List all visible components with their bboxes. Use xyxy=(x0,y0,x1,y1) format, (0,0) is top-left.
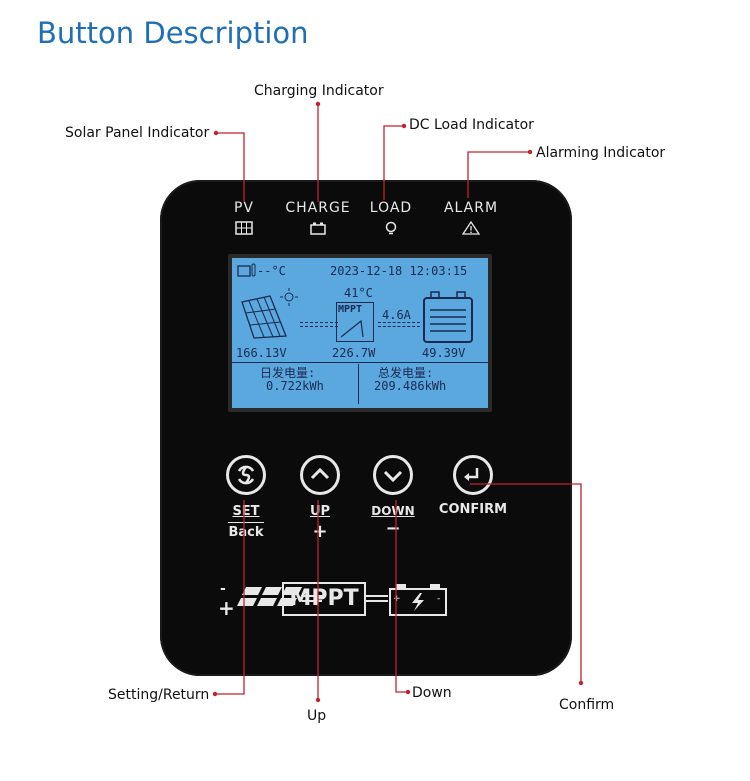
charging-indicator-label: Charging Indicator xyxy=(254,83,384,99)
up-button-label: UP xyxy=(309,504,331,519)
setting-return-label: Setting/Return xyxy=(108,687,210,703)
set-button-label: SET xyxy=(232,504,260,519)
charge-indicator-label: CHARGE xyxy=(285,200,351,216)
battery-temp-icon xyxy=(237,263,256,277)
battery-voltage: 49.39V xyxy=(422,346,466,360)
pv-voltage: 166.13V xyxy=(236,346,287,360)
warning-icon xyxy=(462,221,480,235)
lcd-battery-icon xyxy=(423,291,473,343)
lcd-mppt-label: MPPT xyxy=(338,304,363,315)
charge-power: 226.7W xyxy=(332,346,376,360)
mppt-curve-icon xyxy=(340,319,364,338)
pv-indicator-label: PV xyxy=(233,200,255,216)
chevron-up-icon xyxy=(310,467,330,480)
down-button-label: DOWN xyxy=(371,504,415,518)
charge-indicator: CHARGE xyxy=(273,200,363,235)
mppt-box: MPPT xyxy=(336,302,374,342)
minus-label: − xyxy=(385,518,401,539)
solar-grid-icon xyxy=(235,221,253,235)
daily-generation-label: 日发电量: xyxy=(260,366,316,380)
alarming-indicator-label: Alarming Indicator xyxy=(536,145,666,161)
down-label: Down xyxy=(412,685,452,701)
up-label: Up xyxy=(307,708,327,724)
down-button[interactable] xyxy=(373,455,413,495)
bottom-mppt-label: MPPT xyxy=(282,582,366,616)
charge-current: 4.6A xyxy=(382,308,411,322)
svg-text:-: - xyxy=(437,594,440,604)
bulb-icon xyxy=(385,221,397,235)
bottom-plus: + xyxy=(218,596,235,620)
back-button-label: Back xyxy=(228,525,264,540)
total-generation-label: 总发电量: xyxy=(378,366,434,380)
set-divider xyxy=(228,522,264,523)
controller-temperature: 41°C xyxy=(344,286,373,300)
confirm-label: Confirm xyxy=(559,697,615,713)
up-button[interactable] xyxy=(300,455,340,495)
confirm-button[interactable] xyxy=(453,455,493,495)
plus-label: + xyxy=(312,521,328,542)
load-indicator: LOAD xyxy=(346,200,436,235)
cycle-icon xyxy=(237,465,255,485)
svg-text:+: + xyxy=(393,594,401,604)
sun-icon xyxy=(280,288,298,306)
daily-generation-value: 0.722kWh xyxy=(266,379,324,393)
total-generation-value: 209.486kWh xyxy=(374,379,447,393)
date-time: 2023-12-18 12:03:15 xyxy=(330,264,468,278)
battery-temperature: --°C xyxy=(257,264,286,278)
pv-indicator: PV xyxy=(199,200,289,235)
chevron-down-icon xyxy=(383,470,403,483)
page-title: Button Description xyxy=(37,16,309,50)
load-indicator-label: LOAD xyxy=(369,200,413,216)
bottom-minus: - xyxy=(220,581,226,597)
alarm-indicator: ALARM xyxy=(426,200,516,235)
set-button[interactable] xyxy=(226,455,266,495)
enter-icon xyxy=(464,468,479,481)
battery-icon xyxy=(310,222,326,235)
bottom-battery-icon: + - xyxy=(366,584,447,616)
lcd-screen: --°C 2023-12-18 12:03:15 41°C MPPT 4.6A … xyxy=(228,254,492,412)
solar-panel-icon xyxy=(241,295,287,339)
alarm-indicator-label: ALARM xyxy=(443,200,499,216)
charge-controller-device: PV CHARGE LOAD ALARM --°C 2023-12-18 12:… xyxy=(160,180,572,676)
confirm-button-label: CONFIRM xyxy=(438,502,508,517)
dc-load-indicator-label: DC Load Indicator xyxy=(409,117,534,133)
solar-panel-indicator-label: Solar Panel Indicator xyxy=(65,125,210,141)
